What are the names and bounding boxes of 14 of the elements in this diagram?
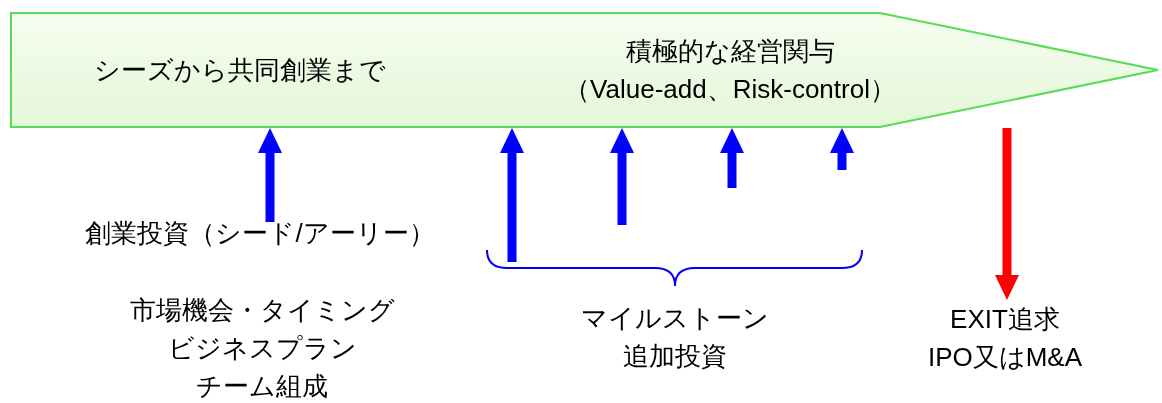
caption-text: 創業投資（シード/アーリー） bbox=[84, 217, 436, 250]
arrow bbox=[830, 128, 854, 170]
note-text: ビジネスプラン bbox=[166, 332, 358, 365]
arrow bbox=[610, 128, 634, 225]
stage-text: 積極的な経営関与（Value-add、Risk-control） bbox=[563, 35, 897, 106]
arrow bbox=[995, 128, 1019, 300]
caption-text: EXIT追求 IPO又はM&A bbox=[926, 303, 1084, 374]
note-text: 市場機会・タイミング bbox=[128, 294, 396, 327]
arrow bbox=[720, 128, 744, 188]
arrow bbox=[258, 128, 282, 222]
note-text: マイルストーン追加投資 bbox=[580, 302, 770, 373]
note-text: チーム組成 bbox=[195, 370, 329, 403]
stage-text: シーズから共同創業まで bbox=[93, 54, 387, 87]
arrow bbox=[500, 128, 524, 262]
